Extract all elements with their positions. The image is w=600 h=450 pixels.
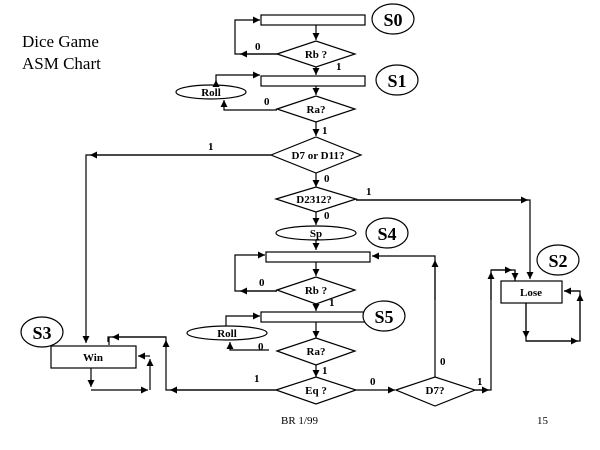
branch-ra-s1-1: 1: [322, 125, 328, 137]
decision-ra-s5: [275, 337, 357, 366]
state-label-s1-oval: [375, 64, 419, 96]
cond-output-sp-label: Sp: [310, 228, 322, 240]
branch-d2312-1: 1: [366, 186, 372, 198]
decision-d7-or-d11: [269, 136, 363, 174]
state-box-s3-win: [50, 345, 137, 369]
decision-ra-s1-label: Ra?: [307, 104, 326, 116]
branch-rb-s4-1: 1: [329, 297, 335, 309]
branch-ra-s5-0: 0: [258, 341, 264, 353]
branch-ra-s5-1: 1: [322, 365, 328, 377]
branch-rb-s0-0: 0: [255, 41, 261, 53]
branch-d7d11-0: 0: [324, 173, 330, 185]
arrow-roll-to-s5: [225, 312, 260, 326]
state-label-s0-oval: [371, 3, 415, 35]
decision-rb-s4: [275, 276, 357, 305]
state-box-s4: [265, 251, 371, 263]
state-label-s5-oval: [362, 300, 406, 332]
arrow-ra-s5-0: [226, 342, 269, 351]
branch-d7d11-1: 1: [208, 141, 214, 153]
branch-ra-s1-0: 0: [264, 96, 270, 108]
decision-ra-s1: [275, 95, 357, 123]
cond-output-roll-s5: [186, 325, 268, 341]
footer-author-date: BR 1/99: [281, 415, 318, 427]
state-label-s3: S3: [32, 323, 51, 343]
branch-rb-s0-1: 1: [336, 61, 342, 73]
branch-rb-s4-0: 0: [259, 277, 265, 289]
state-label-s2-oval: [536, 244, 580, 276]
footer-page-number: 15: [537, 415, 549, 427]
state-box-s2-output: Lose: [520, 287, 542, 299]
decision-rb-s0-label: Rb ?: [305, 49, 327, 61]
decision-d7-label: D7?: [426, 385, 445, 397]
branch-d2312-0: 0: [324, 210, 330, 222]
state-box-s2-lose: [500, 280, 563, 304]
decision-d7-or-d11-label: D7 or D11?: [292, 150, 345, 162]
branch-d7-1: 1: [477, 376, 483, 388]
branch-d7-0: 0: [440, 356, 446, 368]
branch-eq-1: 1: [254, 373, 260, 385]
decision-eq-label: Eq ?: [305, 385, 327, 397]
state-label-s2: S2: [548, 251, 567, 271]
arrow-ra-s1-0: [220, 100, 277, 111]
chart-title-line1: Dice Game: [22, 32, 99, 51]
decision-d2312-label: D2312?: [296, 194, 331, 206]
decision-ra-s5-label: Ra?: [307, 346, 326, 358]
decision-rb-s0: [275, 40, 357, 68]
branch-eq-0: 0: [370, 376, 376, 388]
cond-output-roll-s1: [175, 84, 247, 100]
state-label-s4-oval: [365, 217, 409, 249]
state-box-s1: [260, 75, 366, 87]
state-box-s0: [260, 14, 366, 26]
state-label-s1: S1: [387, 71, 406, 91]
state-label-s3-oval: [20, 316, 64, 348]
arrow-roll-to-s1: [215, 71, 260, 85]
state-label-s0: S0: [383, 10, 402, 30]
arrow-d7-0-to-s4: [372, 252, 436, 377]
arrow-d7d11-1-to-s3: [82, 154, 271, 343]
cond-output-roll-s1-label: Roll: [201, 87, 221, 99]
state-label-s4: S4: [377, 224, 396, 244]
decision-rb-s4-label: Rb ?: [305, 285, 327, 297]
chart-title-line2: ASM Chart: [22, 54, 101, 73]
state-box-s3-output: Win: [83, 352, 103, 364]
state-label-s5: S5: [374, 307, 393, 327]
cond-output-roll-s5-label: Roll: [217, 328, 237, 340]
state-box-s5: [260, 311, 366, 323]
decision-d2312: [273, 186, 359, 213]
